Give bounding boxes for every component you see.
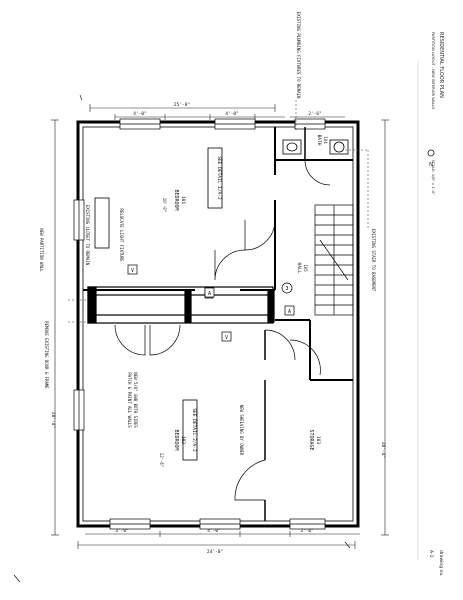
boxed-note-lower: SEE DETAIL 2/A-2 xyxy=(191,408,197,452)
dimension-lines xyxy=(51,104,389,549)
markers xyxy=(13,94,351,583)
door-swings xyxy=(114,159,331,501)
north-label: N xyxy=(429,162,433,168)
room-name-2: BEDROOM xyxy=(173,429,179,450)
room-dim-a: 10'-0" xyxy=(162,198,167,212)
tag-2: A xyxy=(208,291,211,297)
notes: NEW PARTITION WALL EXISTING CLOSET TO RE… xyxy=(39,12,376,468)
room-number-1: 101 xyxy=(180,196,186,204)
room-number-4: 104 xyxy=(323,136,328,144)
north-arrow: N xyxy=(427,149,435,168)
room-dim-b: 12'-6" xyxy=(159,453,164,467)
tag-3: V xyxy=(225,335,228,341)
dim-left-overall: 28'-4" xyxy=(50,412,56,428)
tags: V A V A 3 xyxy=(127,264,295,342)
tag-1: V xyxy=(131,268,134,274)
dim-right-overall: 28'-4" xyxy=(380,442,386,458)
footer-b: A-1 xyxy=(428,550,434,558)
new-partition-wall xyxy=(87,286,275,324)
boxed-note-upper: SEE DETAIL 1/A-2 xyxy=(216,156,222,200)
dim-bottom-b: 4'-0" xyxy=(207,528,221,534)
dim-bottom-a: 3'-0" xyxy=(115,528,129,534)
dim-top-b: 4'-0" xyxy=(225,111,239,117)
closet-boxes xyxy=(94,197,214,299)
title-block: RESIDENTIAL FLOOR PLAN PARTITION LAYOUT … xyxy=(428,32,444,577)
dim-top-c: 2'-6" xyxy=(308,111,322,117)
windows xyxy=(73,118,326,530)
stair xyxy=(314,204,354,316)
interior-walls xyxy=(83,127,353,521)
footer-a: drawing no. xyxy=(438,550,444,577)
room-name-4: BATH xyxy=(316,135,322,146)
room-name-5: HALL xyxy=(296,263,302,274)
note-stair: EXISTING STAIR TO BASEMENT xyxy=(371,229,376,292)
note-demo: REMOVE EXISTING DOOR & FRAME xyxy=(44,321,49,389)
note-finish-a: PATCH & PAINT ALL WALLS xyxy=(127,372,132,428)
leader-lines xyxy=(68,100,369,323)
room-number-3: 103 xyxy=(315,436,321,444)
room-name-3: STORAGE xyxy=(308,429,314,450)
sheet-title: RESIDENTIAL FLOOR PLAN xyxy=(438,32,444,98)
dim-bottom-c: 3'-0" xyxy=(300,528,314,534)
room-number-5: 105 xyxy=(303,264,308,272)
boxed-notes: SEE DETAIL 1/A-2 SEE DETAIL 2/A-2 xyxy=(182,147,223,461)
note-bath: EXISTING PLUMBING FIXTURES TO REMAIN xyxy=(296,12,301,99)
project-line: PARTITION LAYOUT - NEW INTERIOR WALLS xyxy=(431,32,435,110)
bath-fixtures xyxy=(282,139,349,155)
dim-top-a: 4'-0" xyxy=(133,111,147,117)
note-new-wall: NEW PARTITION WALL xyxy=(39,228,44,272)
note-existing: EXISTING CLOSET TO REMAIN xyxy=(85,205,90,266)
note-storage: NEW SHELVING BY OWNER xyxy=(239,405,244,456)
dim-bottom-overall: 24'-0" xyxy=(207,549,223,555)
dim-top-overall: 25'-8" xyxy=(174,102,190,108)
circle-tag: 3 xyxy=(285,286,288,292)
scale-note: SCALE: 1/8" = 1'-0" xyxy=(431,160,435,195)
tag-4: A xyxy=(288,309,291,315)
room-labels: BEDROOM 101 BEDROOM 102 STORAGE 103 BATH… xyxy=(173,135,328,451)
note-fixture: RELOCATE LIGHT FIXTURE xyxy=(119,209,124,263)
room-name-1: BEDROOM xyxy=(173,189,179,210)
note-finish-b: NEW 5/8" GWB BOTH SIDES xyxy=(133,372,138,428)
dimension-text: 25'-8" 4'-0" 4'-0" 2'-6" 24'-0" 3'-0" 4'… xyxy=(50,102,386,555)
